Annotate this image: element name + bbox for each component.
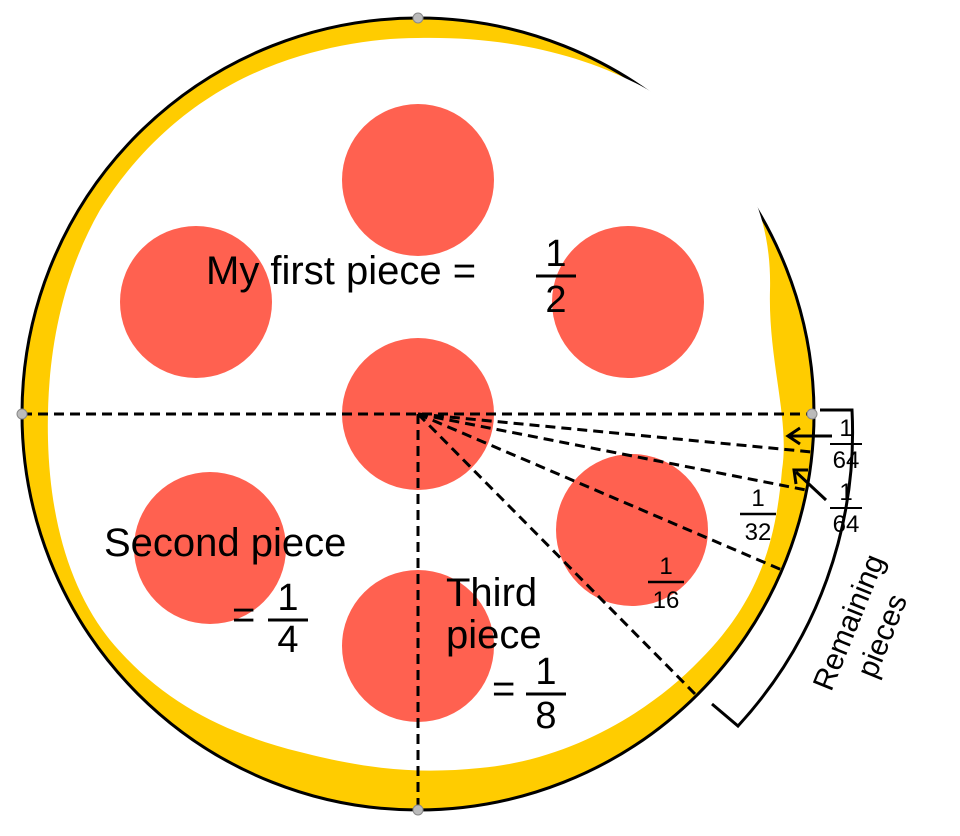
pepperoni-top: [342, 104, 494, 256]
third-piece-numerator: 1: [535, 651, 556, 693]
cut-line-fifth: [417, 412, 807, 492]
sixteenth-numerator: 1: [659, 553, 672, 580]
sixty-fourth-a-denominator: 64: [833, 447, 860, 474]
sixteenth-denominator: 16: [653, 587, 680, 614]
second-piece-equals: =: [232, 593, 255, 637]
pepperoni-lower-right: [556, 454, 708, 606]
third-piece-label-line2: piece: [446, 613, 542, 657]
third-piece-equals: =: [492, 667, 515, 711]
pepperoni-lower-left: [134, 472, 286, 624]
thirty-second-numerator: 1: [751, 485, 764, 512]
handle-left: [16, 408, 28, 420]
handle-right: [806, 408, 818, 420]
first-piece-numerator: 1: [545, 233, 566, 275]
pepperoni-upper-right: [552, 226, 704, 378]
handle-top: [412, 12, 424, 24]
second-piece-label: Second piece: [104, 521, 346, 565]
first-piece-denominator: 2: [545, 279, 566, 321]
arrow-line-64b: [794, 470, 828, 502]
third-piece-denominator: 8: [535, 695, 556, 737]
sixty-fourth-b-denominator: 64: [833, 511, 860, 538]
third-piece-label-line1: Third: [446, 571, 537, 615]
pepperoni-upper-left: [120, 226, 272, 378]
sixty-fourth-b-numerator: 1: [839, 479, 852, 506]
handle-bottom: [412, 804, 424, 816]
second-piece-numerator: 1: [277, 577, 298, 619]
cut-line-third: [416, 412, 697, 696]
cut-line-fourth: [417, 412, 783, 572]
first-piece-label: My first piece =: [206, 249, 476, 293]
arrow-head-64a: [785, 426, 801, 446]
arrow-head-64b: [792, 468, 808, 485]
thirty-second-denominator: 32: [745, 519, 772, 546]
cut-line-sixth: [417, 412, 813, 454]
second-piece-denominator: 4: [277, 619, 298, 661]
sixty-fourth-a-numerator: 1: [839, 415, 852, 442]
